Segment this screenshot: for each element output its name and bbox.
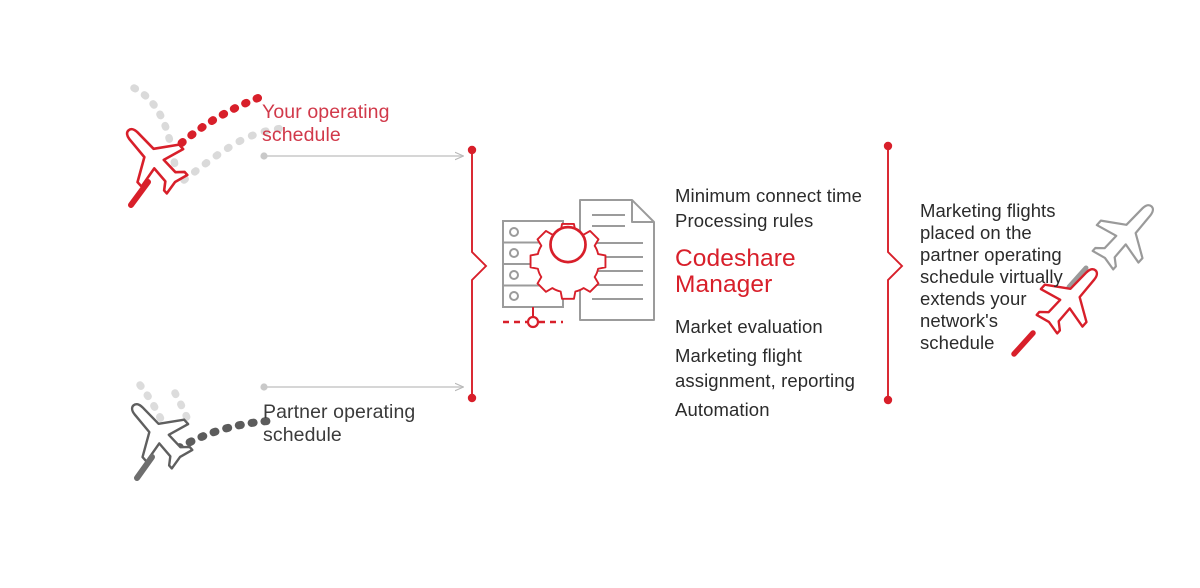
center-item-minimum-connect-time: Minimum connect time: [675, 185, 863, 206]
label-partner-operating-schedule: Partner operating schedule: [263, 401, 416, 446]
gray-airplane-exhaust: [134, 454, 155, 481]
red-airplane: [125, 127, 189, 195]
connector-arrows: [260, 152, 463, 390]
connector-dot-bottom: [260, 383, 268, 391]
bracket-dot-bottom-right: [883, 395, 893, 405]
right-description-text: Marketing flights placed on the partner …: [920, 200, 1063, 353]
bottom-left-flight-group: [130, 381, 272, 481]
server-dashed-connector: [503, 307, 563, 329]
gray-airplane-outbound: [1091, 204, 1154, 271]
top-left-flight-group: [125, 84, 290, 208]
red-airplane-exhaust: [128, 179, 151, 208]
center-text-column: Minimum connect time Processing rules Co…: [675, 183, 890, 422]
center-title-codeshare-manager: Codeshare Manager: [675, 245, 796, 298]
left-red-bracket: [467, 145, 488, 403]
server-leds: [509, 227, 519, 301]
server-document-gear-icon: [502, 199, 655, 329]
trail-dotted-red: [168, 91, 270, 155]
dashed-connector-node: [526, 315, 540, 329]
connector-dot-top: [260, 152, 268, 160]
trail-dotted-dark: [174, 417, 272, 452]
right-red-bracket: [883, 141, 904, 405]
label-your-operating-schedule: Your operating schedule: [262, 101, 390, 146]
center-item-marketing-flight-assignment: Marketing flight assignment, reporting: [675, 345, 855, 391]
trail-dotted-gray-lower: [180, 124, 290, 184]
red-airplane-outbound: [1035, 267, 1099, 335]
trail-dotted-gray-upper: [130, 84, 180, 176]
gray-outbound-exhaust: [1066, 265, 1089, 290]
right-flight-group: [1011, 204, 1154, 357]
bracket-dot-top-right: [883, 141, 893, 151]
center-item-automation: Automation: [675, 399, 770, 420]
bracket-dot-bottom-left: [467, 393, 477, 403]
trail-dotted-light-upper-3: [171, 389, 194, 429]
red-outbound-exhaust: [1011, 330, 1036, 357]
document-icon: [579, 199, 655, 321]
bracket-dot-top-left: [467, 145, 477, 155]
center-item-market-evaluation: Market evaluation: [675, 316, 823, 337]
gear-icon: [529, 223, 607, 300]
center-item-processing-rules: Processing rules: [675, 210, 814, 231]
gray-airplane: [130, 402, 194, 470]
